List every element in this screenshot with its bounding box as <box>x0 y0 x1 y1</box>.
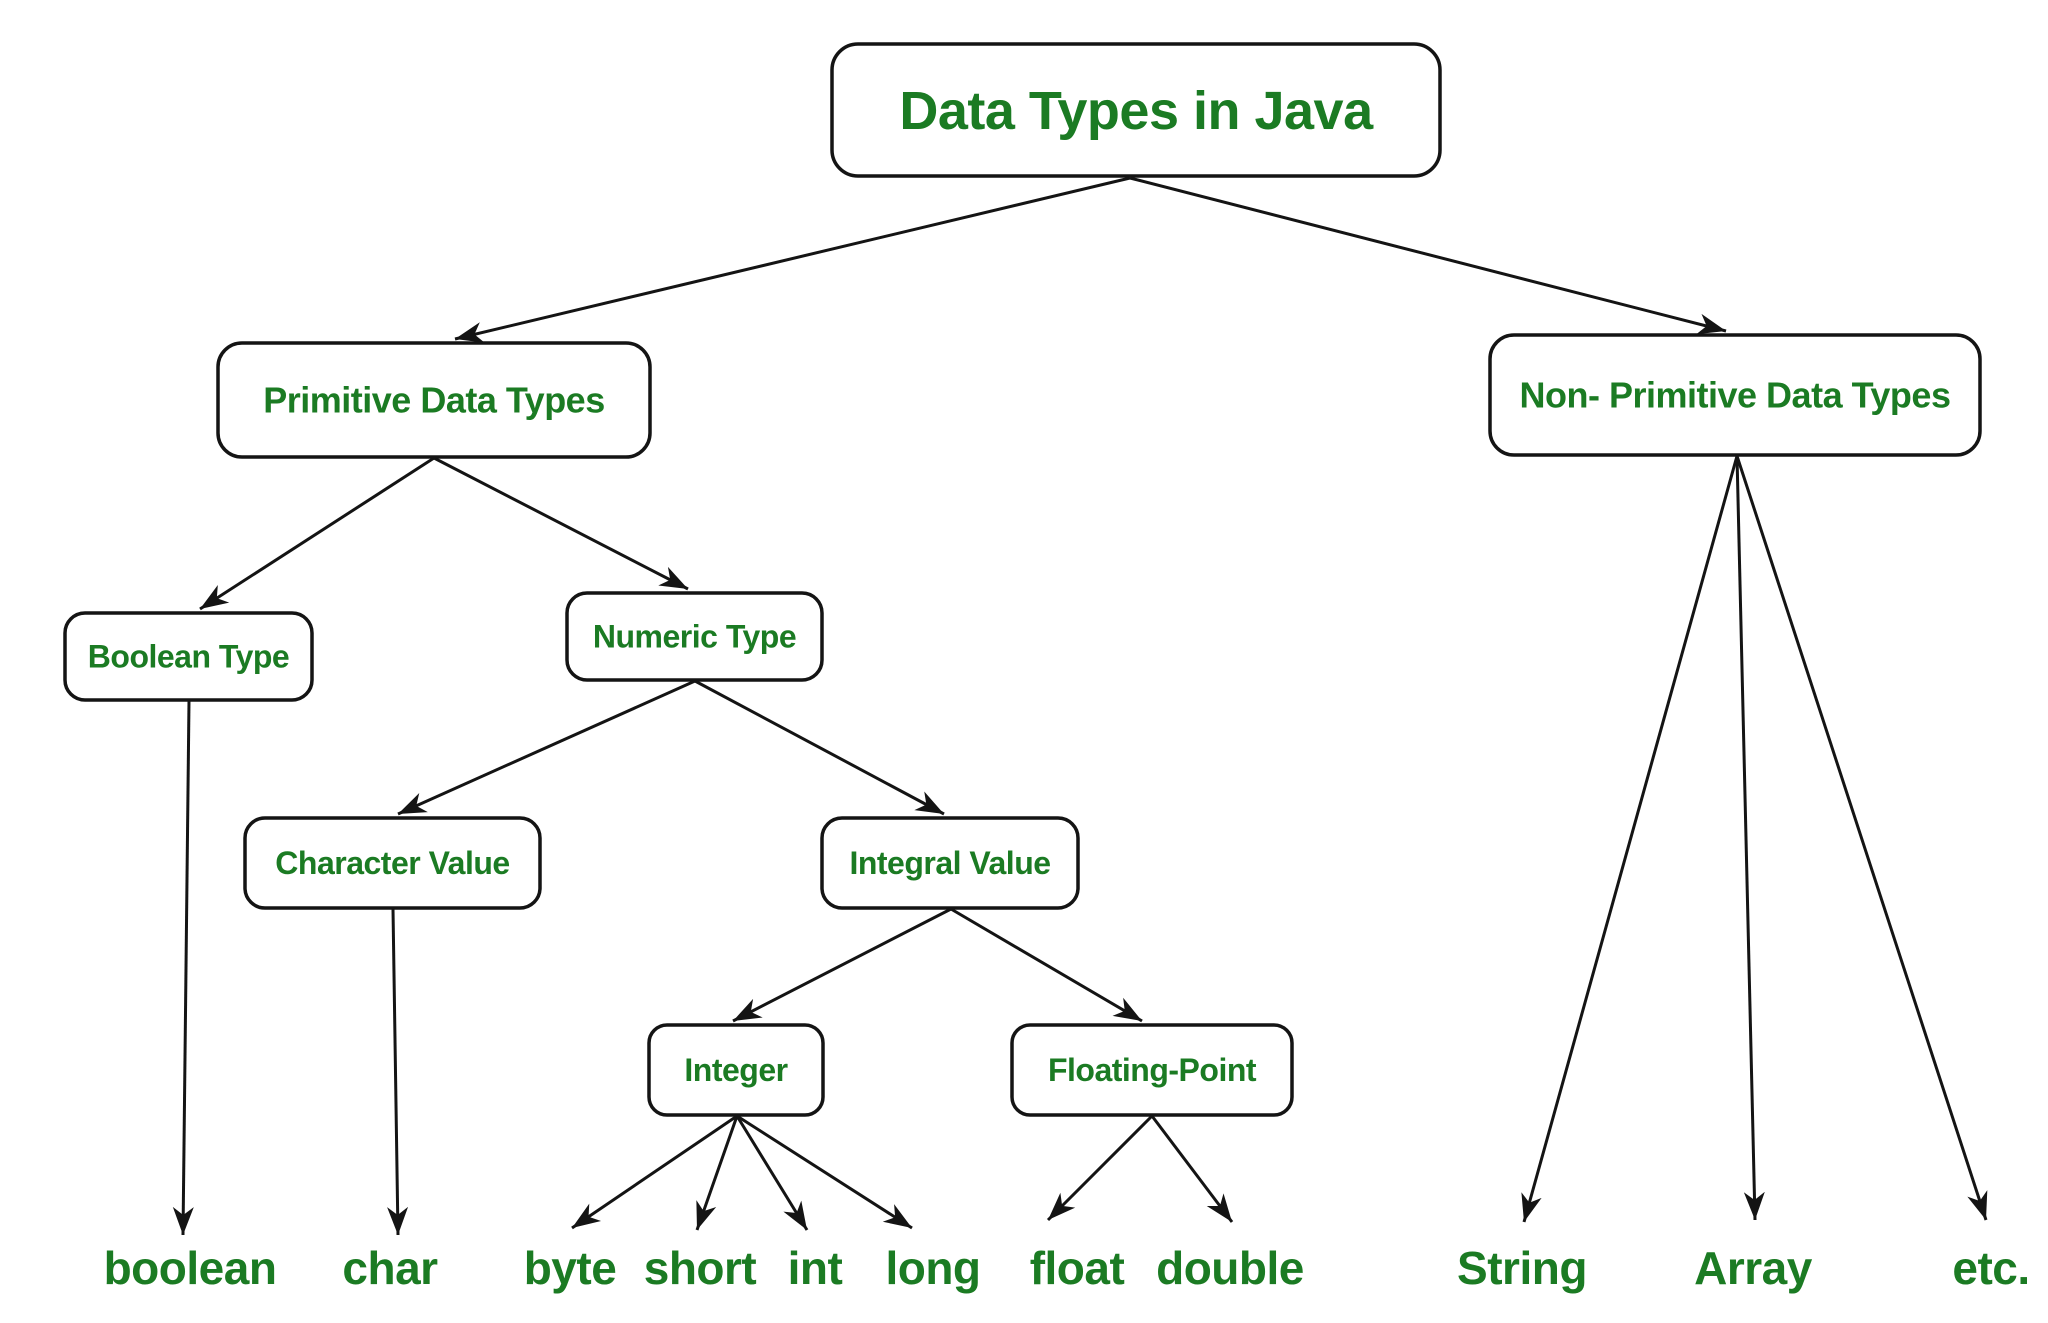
node-root: Data Types in Java <box>830 42 1442 178</box>
edge-numeric-type-to-integral-value <box>694 679 945 816</box>
edge-non-primitive-to-etc <box>1735 455 1988 1221</box>
node-box-integer <box>647 1023 825 1117</box>
node-short: short <box>644 1242 757 1294</box>
node-character-value: Character Value <box>243 816 542 910</box>
node-label-string: String <box>1457 1242 1587 1294</box>
node-label-floating-point: Floating-Point <box>1048 1052 1257 1088</box>
edge-integer-to-long <box>736 1114 913 1230</box>
node-integer: Integer <box>647 1023 825 1117</box>
node-string: String <box>1457 1242 1587 1294</box>
node-float: float <box>1030 1242 1125 1294</box>
node-floating-point: Floating-Point <box>1010 1023 1294 1117</box>
node-non-primitive: Non- Primitive Data Types <box>1488 333 1982 457</box>
node-box-primitive <box>216 341 652 459</box>
edge-primitive-to-boolean-type <box>199 456 435 611</box>
node-label-character-value: Character Value <box>275 845 509 881</box>
node-byte: byte <box>524 1242 617 1294</box>
node-box-root <box>830 42 1442 178</box>
node-label-integer: Integer <box>684 1052 787 1088</box>
edge-root-to-non-primitive <box>1129 176 1727 335</box>
node-label-long: long <box>885 1242 980 1294</box>
node-label-byte: byte <box>524 1242 617 1294</box>
node-box-character-value <box>243 816 542 910</box>
node-numeric-type: Numeric Type <box>565 591 824 682</box>
edge-character-value-to-char <box>387 908 409 1236</box>
edge-integral-value-to-floating-point <box>950 907 1143 1023</box>
node-box-boolean-type <box>63 611 314 702</box>
node-box-floating-point <box>1010 1023 1294 1117</box>
edge-integer-to-int <box>735 1115 809 1231</box>
node-label-int: int <box>788 1242 843 1294</box>
node-label-array: Array <box>1694 1242 1813 1294</box>
edge-boolean-type-to-boolean <box>172 700 194 1236</box>
edges-layer <box>172 176 1988 1236</box>
edge-floating-point-to-double <box>1150 1115 1234 1223</box>
node-box-numeric-type <box>565 591 824 682</box>
edge-floating-point-to-float <box>1046 1114 1154 1222</box>
node-label-non-primitive: Non- Primitive Data Types <box>1520 375 1951 416</box>
node-integral-value: Integral Value <box>820 816 1080 910</box>
node-label-etc: etc. <box>1952 1242 2029 1294</box>
edge-integer-to-short <box>695 1115 739 1231</box>
node-box-integral-value <box>820 816 1080 910</box>
node-int: int <box>788 1242 843 1294</box>
edge-non-primitive-to-string <box>1521 455 1739 1223</box>
node-label-integral-value: Integral Value <box>849 845 1050 881</box>
edge-numeric-type-to-character-value <box>397 679 696 816</box>
edge-root-to-primitive <box>454 176 1131 343</box>
node-label-numeric-type: Numeric Type <box>593 619 796 655</box>
node-label-double: double <box>1156 1242 1304 1294</box>
edge-integral-value-to-integer <box>732 907 952 1023</box>
edge-integer-to-byte <box>571 1114 738 1230</box>
edge-non-primitive-to-array <box>1735 455 1765 1221</box>
node-label-primitive: Primitive Data Types <box>263 380 604 421</box>
node-double: double <box>1156 1242 1304 1294</box>
node-boolean-type: Boolean Type <box>63 611 314 702</box>
node-label-boolean-type: Boolean Type <box>88 639 289 675</box>
node-label-short: short <box>644 1242 757 1294</box>
node-boolean: boolean <box>104 1242 277 1294</box>
node-char: char <box>342 1242 438 1294</box>
node-primitive: Primitive Data Types <box>216 341 652 459</box>
edge-primitive-to-numeric-type <box>433 456 689 591</box>
node-label-boolean: boolean <box>104 1242 277 1294</box>
node-label-root: Data Types in Java <box>899 81 1374 141</box>
node-label-float: float <box>1030 1242 1125 1294</box>
node-box-non-primitive <box>1488 333 1982 457</box>
node-label-char: char <box>342 1242 438 1294</box>
node-array: Array <box>1694 1242 1813 1294</box>
node-etc: etc. <box>1952 1242 2030 1294</box>
node-long: long <box>885 1242 981 1294</box>
